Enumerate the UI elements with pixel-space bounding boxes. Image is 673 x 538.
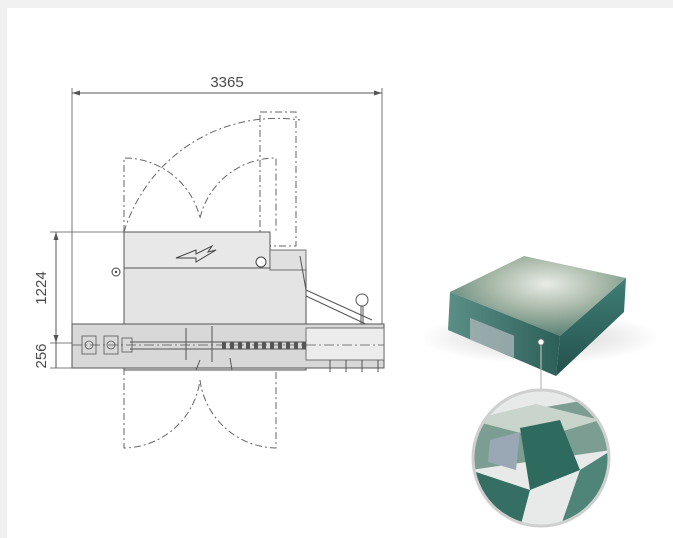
hinge-icon xyxy=(255,256,267,268)
door-swing-arcs xyxy=(123,111,301,449)
shrink-wrapped-pack-image xyxy=(420,256,660,390)
dimension-height-upper: 1224 xyxy=(33,231,125,343)
dimension-height-lower: 256 xyxy=(33,342,75,369)
left-border xyxy=(0,0,7,538)
control-arm xyxy=(299,255,373,327)
dimension-label-height-lower: 256 xyxy=(33,343,50,368)
conveyor xyxy=(71,323,385,372)
magnified-corner-detail-image xyxy=(471,388,611,528)
top-border xyxy=(0,0,673,8)
heat-symbol-icon xyxy=(175,244,217,263)
dimension-label-height-upper: 1224 xyxy=(33,271,50,304)
dimension-overall-width: 3365 xyxy=(71,74,383,330)
dimension-label-overall-width: 3365 xyxy=(210,74,243,91)
